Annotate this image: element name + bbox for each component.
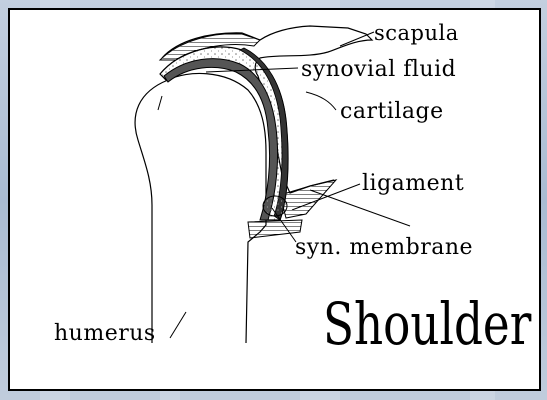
- label-syn-membrane: syn. membrane: [295, 237, 473, 259]
- label-humerus: humerus: [54, 323, 156, 345]
- label-ligament: ligament: [362, 173, 464, 195]
- hatched-ligament: [280, 180, 336, 218]
- diagram-title: Shoulder: [323, 295, 531, 353]
- hatched-bottom: [248, 220, 302, 238]
- label-synovial-fluid: synovial fluid: [301, 59, 456, 81]
- label-cartilage: cartilage: [340, 101, 444, 123]
- leader-scapula: [340, 32, 374, 46]
- diagram-panel: scapula synovial fluid cartilage ligamen…: [8, 8, 541, 391]
- leader-cartilage: [306, 92, 336, 110]
- label-scapula: scapula: [374, 23, 459, 44]
- humerus-bone: [135, 73, 266, 343]
